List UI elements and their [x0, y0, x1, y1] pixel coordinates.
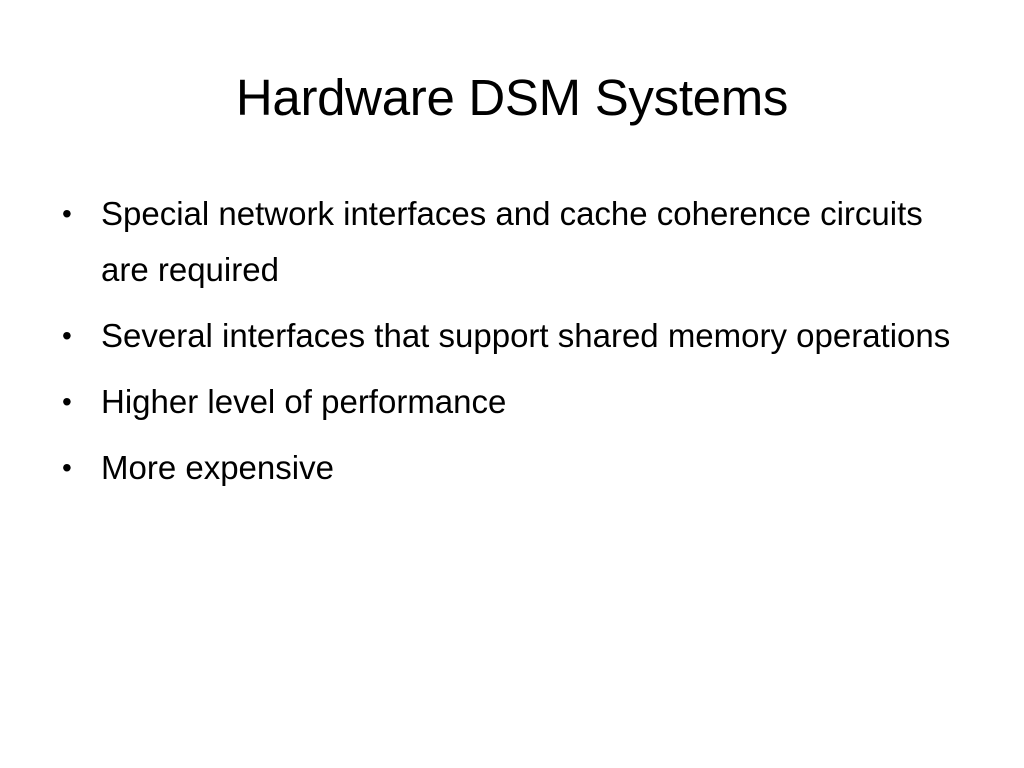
bullet-icon: • [62, 198, 72, 229]
bullet-text: Several interfaces that support shared m… [101, 317, 951, 354]
bullet-item: • Special network interfaces and cache c… [58, 186, 958, 298]
bullet-item: • Higher level of performance [58, 374, 958, 430]
bullet-item: • More expensive [58, 440, 958, 496]
slide-title: Hardware DSM Systems [235, 69, 789, 126]
bullet-item: • Several interfaces that support shared… [58, 308, 958, 364]
bullet-list: • Special network interfaces and cache c… [58, 186, 958, 506]
bullet-icon: • [62, 452, 72, 483]
bullet-text: Special network interfaces and cache coh… [101, 195, 923, 288]
bullet-icon: • [62, 320, 72, 351]
bullet-icon: • [62, 386, 72, 417]
bullet-text: More expensive [101, 449, 334, 486]
bullet-text: Higher level of performance [101, 383, 507, 420]
